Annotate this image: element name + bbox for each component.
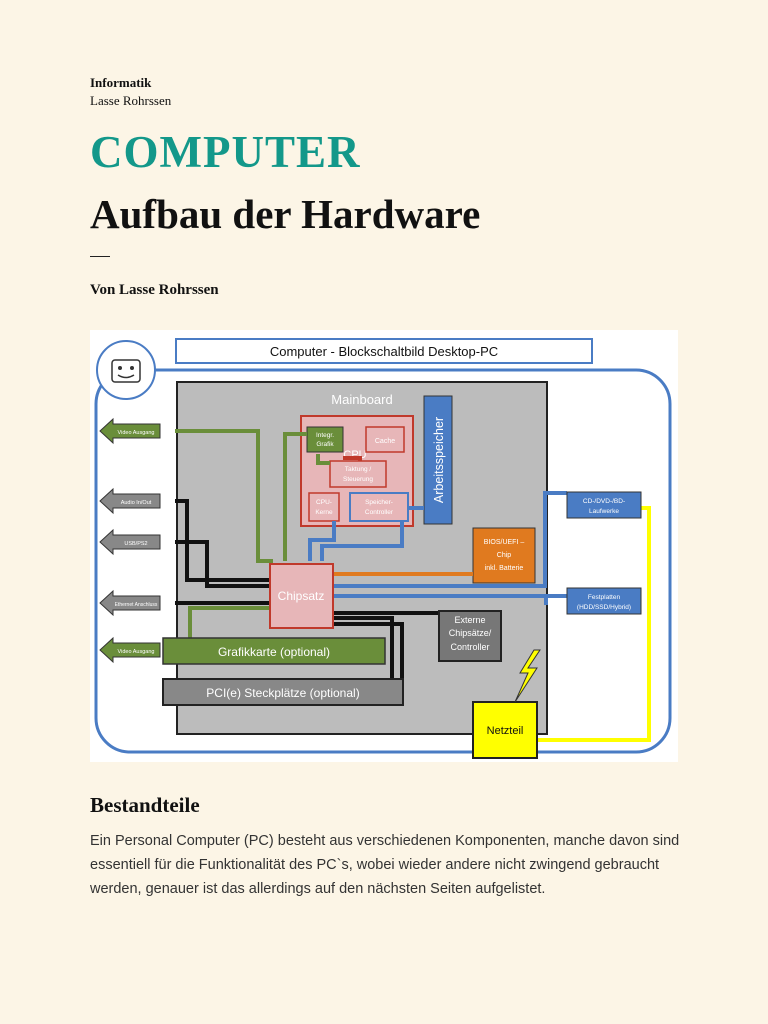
cpu-kerne-block	[308, 492, 340, 522]
speicher-controller-label-1: Speicher-	[365, 499, 393, 506]
section-paragraph: Ein Personal Computer (PC) besteht aus v…	[90, 833, 680, 897]
page-subtitle: Aufbau der Hardware	[90, 191, 481, 237]
pci-block	[162, 678, 404, 706]
externe-label-1: Externe	[454, 615, 485, 625]
port-audio-label: Audio In/Out	[121, 500, 152, 506]
cache-block	[365, 426, 405, 453]
port-ethernet-label: Ethernet Anschluss	[115, 602, 158, 608]
bios-block	[472, 527, 536, 584]
speicher-controller-block	[349, 492, 409, 522]
page-title: COMPUTER	[90, 127, 361, 177]
laufwerke-label-1: CD-/DVD-/BD-	[583, 498, 625, 505]
pci-label: PCI(e) Steckplätze (optional)	[206, 686, 359, 700]
externe-block	[438, 610, 502, 662]
port-video-1-label: Video Ausgang	[118, 430, 155, 436]
port-usb: USB/PS2	[99, 528, 161, 556]
cpu-kerne-label-1: CPU-	[316, 499, 332, 506]
netzteil-label: Netzteil	[487, 725, 524, 737]
diagram-title-box	[175, 338, 593, 364]
laufwerke-block	[566, 491, 642, 519]
externe-label-2: Chipsätze/	[449, 628, 492, 638]
subject-label: Informatik	[90, 75, 152, 90]
section-heading: Bestandteile	[90, 793, 200, 817]
integ-grafik-block	[306, 426, 344, 453]
netzteil-block	[472, 701, 538, 759]
bios-label-3: inkl. Batterie	[485, 565, 524, 572]
block-diagram: Computer - Blockschaltbild Desktop-PC Ma…	[90, 330, 678, 762]
port-ethernet: Ethernet Anschluss	[99, 589, 161, 617]
port-audio: Audio In/Out	[99, 487, 161, 515]
outer-frame	[94, 368, 672, 754]
chipsatz-label: Chipsatz	[278, 589, 325, 603]
arbeitsspeicher-block	[423, 395, 453, 525]
chipsatz-block	[269, 563, 334, 629]
port-video-2: Video Ausgang	[99, 636, 161, 664]
mainboard-label: Mainboard	[331, 392, 392, 407]
bios-label-2: Chip	[497, 552, 512, 559]
laufwerke-label-2: Laufwerke	[589, 508, 619, 515]
logo-icon	[96, 340, 156, 400]
speicher-controller-label-2: Controller	[365, 509, 394, 516]
author-name: Lasse Rohrssen	[90, 93, 172, 108]
byline: Von Lasse Rohrssen	[90, 282, 219, 298]
divider	[90, 256, 110, 257]
port-video-1: Video Ausgang	[99, 417, 161, 445]
bios-label-1: BIOS/UEFI –	[484, 539, 525, 546]
cpu-kerne-label-2: Kerne	[315, 509, 333, 516]
lightning-icon	[514, 649, 541, 703]
taktung-label-2: Steuerung	[343, 476, 373, 483]
festplatten-label-2: (HDD/SSD/Hybrid)	[577, 604, 631, 611]
diagram-title: Computer - Blockschaltbild Desktop-PC	[270, 344, 498, 359]
externe-label-3: Controller	[450, 642, 489, 652]
integ-grafik-label-2: Grafik	[316, 441, 334, 448]
festplatten-label-1: Festplatten	[588, 594, 621, 601]
port-video-2-label: Video Ausgang	[118, 649, 155, 655]
taktung-label-1: Taktung /	[345, 466, 372, 473]
festplatten-block	[566, 587, 642, 615]
grafikkarte-block	[162, 637, 386, 665]
port-usb-label: USB/PS2	[124, 541, 147, 547]
taktung-block	[329, 460, 387, 488]
integ-grafik-label-1: Integr.	[316, 432, 334, 439]
arbeitsspeicher-label: Arbeitsspeicher	[432, 417, 446, 503]
grafikkarte-label: Grafikkarte (optional)	[218, 645, 330, 659]
cache-label: Cache	[375, 438, 395, 445]
